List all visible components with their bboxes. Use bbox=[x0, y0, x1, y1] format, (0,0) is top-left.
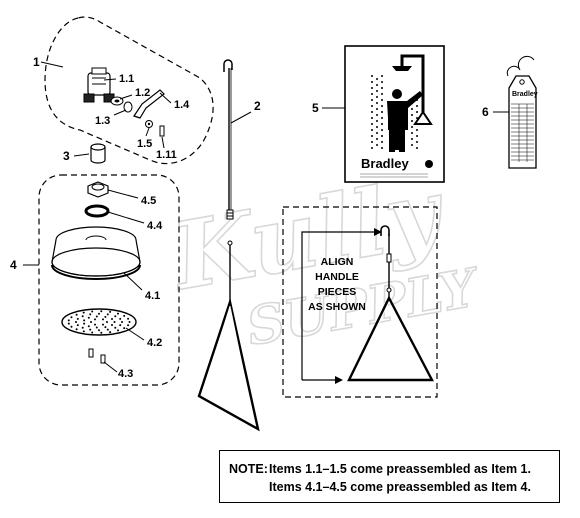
callout-5: 5 bbox=[312, 101, 319, 115]
callout-1-5: 1.5 bbox=[137, 138, 152, 150]
showerhead-dashed-outline bbox=[38, 174, 180, 386]
valve-body bbox=[83, 67, 115, 103]
mounting-screws bbox=[88, 348, 106, 364]
alignment-detail: ALIGN HANDLE PIECES AS SHOWN bbox=[282, 206, 438, 398]
showerhead-group: 4.5 4.4 4.1 4.2 4.3 4 bbox=[10, 174, 180, 386]
tag-brand-text: Bradley bbox=[512, 91, 538, 98]
callout-6: 6 bbox=[482, 105, 489, 119]
sign-brand-text: Bradley bbox=[361, 156, 409, 171]
callout-4: 4 bbox=[10, 258, 17, 272]
assembly-note-box: NOTE: Items 1.1–1.5 come preassembled as… bbox=[219, 450, 560, 503]
callout-2: 2 bbox=[254, 99, 261, 113]
callout-1: 1 bbox=[33, 55, 40, 69]
align-note-line-2: HANDLE bbox=[315, 271, 359, 283]
sign-logo-icon bbox=[425, 160, 433, 168]
align-note-line-1: ALIGN bbox=[321, 256, 354, 268]
safety-sign: Bradley 5 bbox=[312, 45, 445, 183]
hex-nut bbox=[87, 181, 109, 198]
note-line-2: Items 4.1–4.5 come preassembled as Item … bbox=[269, 480, 531, 494]
callout-4-3: 4.3 bbox=[118, 368, 133, 380]
align-note-line-3: PIECES bbox=[318, 286, 357, 298]
diffuser-plate bbox=[61, 308, 137, 336]
note-prefix: NOTE: bbox=[229, 462, 268, 476]
sign-water-drops bbox=[371, 75, 418, 149]
callout-3: 3 bbox=[63, 149, 70, 163]
callout-1-2: 1.2 bbox=[135, 87, 150, 99]
callout-1-4: 1.4 bbox=[174, 99, 190, 111]
callout-1-11: 1.11 bbox=[156, 149, 177, 161]
callout-1-1: 1.1 bbox=[119, 73, 134, 85]
valve-assembly-dashed-outline bbox=[44, 16, 214, 165]
gasket-ring bbox=[84, 204, 110, 218]
inspection-tag: Bradley 6 bbox=[482, 55, 538, 169]
pull-rod-assembly: 2 bbox=[197, 59, 261, 432]
shower-head-dome bbox=[51, 226, 141, 280]
valve-assembly-group: 1 1.1 1.2 1.3 1.4 1.5 1.11 bbox=[33, 16, 214, 165]
sign-person-figure bbox=[387, 89, 423, 152]
callout-4-2: 4.2 bbox=[147, 337, 162, 349]
callout-4-1: 4.1 bbox=[145, 290, 160, 302]
screw-small bbox=[159, 125, 165, 137]
callout-4-5: 4.5 bbox=[141, 195, 156, 207]
tag-grid bbox=[511, 103, 534, 162]
coupling-part: 3 bbox=[63, 143, 106, 164]
washer-part bbox=[123, 101, 133, 113]
callout-4-4: 4.4 bbox=[147, 220, 163, 232]
alignment-dashed-box bbox=[282, 206, 438, 398]
callout-1-3: 1.3 bbox=[95, 115, 110, 127]
note-line-1: Items 1.1–1.5 come preassembled as Item … bbox=[269, 462, 531, 476]
align-note-line-4: AS SHOWN bbox=[308, 301, 366, 313]
